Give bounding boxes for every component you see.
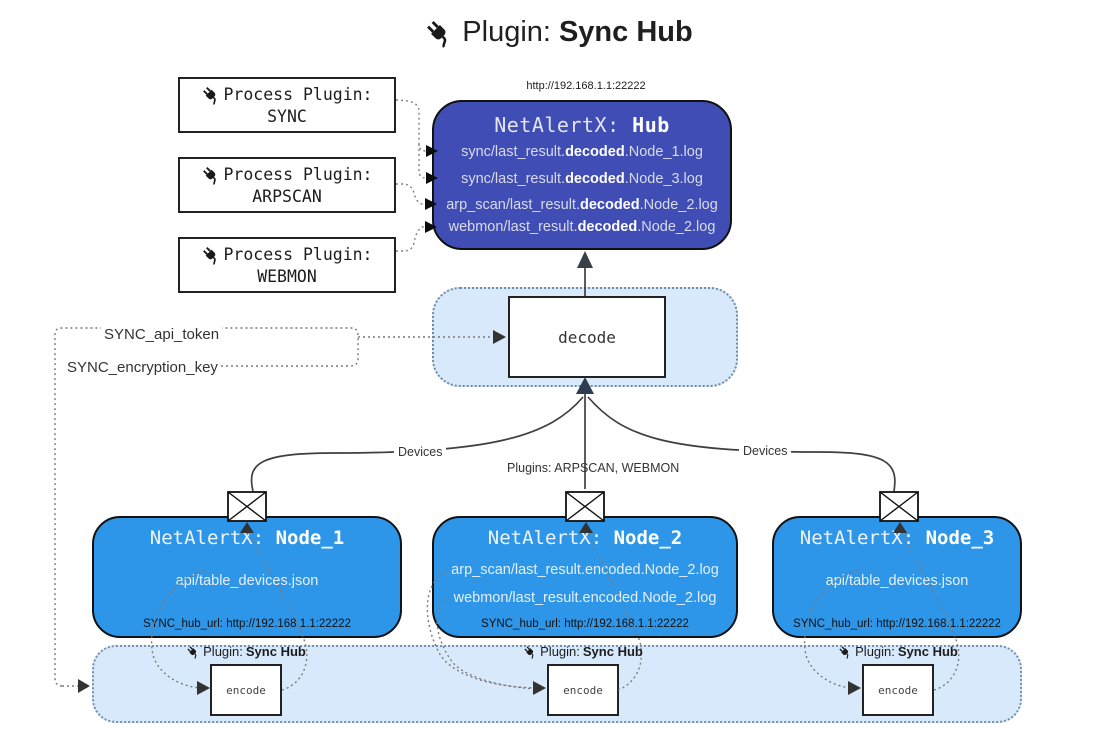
hub-title: NetAlertX: Hub	[434, 113, 730, 137]
process-plugin-label: Process Plugin:	[223, 165, 373, 184]
hub-box: NetAlertX: Hub sync/last_result.decoded.…	[432, 100, 732, 250]
node-title: NetAlertX: Node_1	[149, 527, 345, 549]
sync-encryption-key-label: SYNC_encryption_key	[64, 359, 221, 376]
title-prefix: Plugin:	[462, 16, 551, 48]
node-2-box: NetAlertX: Node_2 arp_scan/last_result.e…	[432, 516, 738, 638]
process-plugin-name: WEBMON	[257, 266, 317, 286]
devices-edge-label-left: Devices	[394, 445, 447, 459]
process-plugin-box-webmon: Process Plugin: WEBMON	[178, 237, 396, 293]
hub-log-row: sync/last_result.decoded.Node_3.log	[461, 171, 703, 187]
node-file: api/table_devices.json	[175, 573, 319, 589]
node-1-box: NetAlertX: Node_1 api/table_devices.json…	[92, 516, 402, 638]
hub-title-prefix: NetAlertX:	[494, 113, 620, 137]
plug-icon	[187, 645, 197, 659]
node-hub-url: SYNC_hub_url: http://192.168.1.1:22222	[793, 618, 1001, 630]
plug-icon	[203, 86, 217, 105]
devices-edge-label-right: Devices	[739, 444, 792, 458]
plug-icon	[203, 246, 217, 265]
page-title: Plugin: Sync Hub	[0, 16, 1117, 49]
encode-box: encode	[862, 664, 934, 716]
hub-log-row: sync/last_result.decoded.Node_1.log	[461, 144, 703, 160]
plugins-edge-label: Plugins: ARPSCAN, WEBMON	[507, 461, 680, 475]
plug-icon	[839, 645, 849, 659]
process-plugin-box-sync: Process Plugin: SYNC	[178, 77, 396, 133]
hub-url-label: http://192.168.1.1:22222	[526, 80, 646, 92]
plug-icon	[427, 20, 447, 48]
encode-box: encode	[547, 664, 619, 716]
process-plugin-name: SYNC	[267, 106, 307, 126]
hub-log-row: webmon/last_result.decoded.Node_2.log	[448, 219, 716, 235]
encode-plugin-label: Plugin:Sync Hub	[498, 644, 668, 659]
node-title: NetAlertX: Node_2	[487, 527, 683, 549]
plug-icon	[203, 166, 217, 185]
node-file: api/table_devices.json	[825, 573, 969, 589]
hub-title-name: Hub	[632, 113, 670, 137]
encode-box: encode	[210, 664, 282, 716]
hub-log-row: arp_scan/last_result.decoded.Node_2.log	[446, 197, 718, 213]
encode-plugin-label: Plugin:Sync Hub	[813, 644, 983, 659]
process-plugin-label: Process Plugin:	[223, 245, 373, 264]
process-plugin-box-arpscan: Process Plugin: ARPSCAN	[178, 157, 396, 213]
plugin-to-hub-dotted-edges	[395, 99, 427, 252]
node-3-box: NetAlertX: Node_3 api/table_devices.json…	[772, 516, 1022, 638]
node-hub-url: SYNC_hub_url: http://192.168.1.1:22222	[481, 618, 689, 630]
node-file: webmon/last_result.encoded.Node_2.log	[453, 590, 717, 606]
node-title: NetAlertX: Node_3	[799, 527, 995, 549]
node-hub-url: SYNC_hub_url: http://192.168.1.1:22222	[143, 618, 351, 630]
sync-api-token-label: SYNC_api_token	[101, 326, 223, 343]
decode-box: decode	[508, 296, 666, 378]
process-plugin-name: ARPSCAN	[252, 186, 322, 206]
node-file: arp_scan/last_result.encoded.Node_2.log	[451, 562, 719, 578]
encode-plugin-label: Plugin:Sync Hub	[161, 644, 331, 659]
title-name: Sync Hub	[558, 16, 693, 48]
plug-icon	[524, 645, 534, 659]
process-plugin-label: Process Plugin:	[223, 85, 373, 104]
